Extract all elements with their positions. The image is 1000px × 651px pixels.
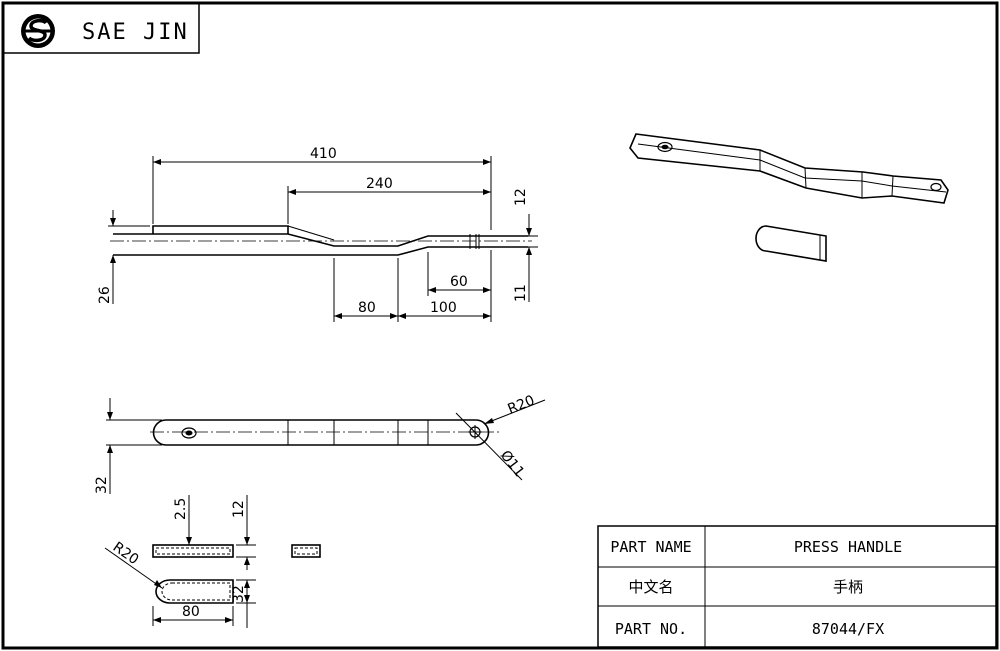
company-name: SAE JIN <box>82 20 189 45</box>
top-view: R20 Ø11 32 <box>94 393 546 494</box>
dim-bend-bottom: 80 <box>358 300 376 316</box>
chinese-name-value: 手柄 <box>833 578 863 596</box>
dim-overall-length: 410 <box>310 146 337 162</box>
dim-grip-thickness: 12 <box>231 500 247 518</box>
dim-hole-diameter: Ø11 <box>497 448 527 481</box>
dim-grip-radius: R20 <box>110 539 142 568</box>
dim-end-radius: R20 <box>506 393 538 418</box>
part-no-label: PART NO. <box>615 620 687 638</box>
dim-offset-length: 240 <box>366 176 393 192</box>
dim-right-section: 100 <box>430 300 457 316</box>
rivet-hole-icon <box>181 427 197 439</box>
dim-grip-wall: 2.5 <box>173 498 189 520</box>
dim-total-height: 26 <box>97 286 113 304</box>
dim-tail-length: 60 <box>450 274 468 290</box>
dim-right-drop: 11 <box>513 284 529 302</box>
title-block: PART NAME PRESS HANDLE 中文名 手柄 PART NO. 8… <box>597 525 997 648</box>
chinese-name-label: 中文名 <box>628 578 673 596</box>
part-name-value: PRESS HANDLE <box>794 538 902 556</box>
rivet-hole-icon <box>657 141 673 153</box>
part-no-value: 87044/FX <box>812 620 884 638</box>
company-header: SAE JIN <box>2 2 200 54</box>
dim-grip-length: 80 <box>182 604 200 620</box>
part-name-label: PART NAME <box>610 538 691 556</box>
dim-width: 32 <box>94 476 110 494</box>
grip-detail: 2.5 12 R20 80 32 <box>104 495 321 628</box>
side-view: 410 240 12 11 26 60 80 100 <box>97 146 538 322</box>
isometric-view <box>629 133 949 262</box>
dim-right-thickness: 12 <box>513 188 529 206</box>
dim-grip-width: 32 <box>231 585 247 603</box>
sj-logo-icon <box>21 14 55 48</box>
